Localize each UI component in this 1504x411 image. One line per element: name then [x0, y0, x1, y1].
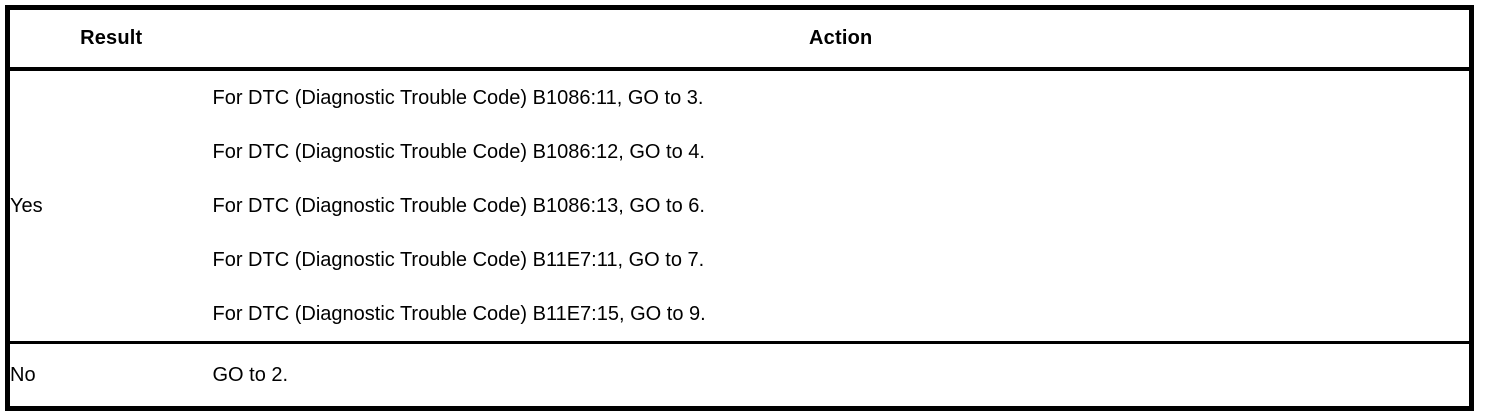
table-header: Result Action: [7, 7, 1472, 71]
column-header-result: Result: [7, 7, 213, 71]
action-item: GO to 2.: [212, 364, 289, 386]
header-row: Result Action: [7, 7, 1472, 71]
table-row: Yes For DTC (Diagnostic Trouble Code) B1…: [7, 69, 1472, 344]
action-item: For DTC (Diagnostic Trouble Code) B11E7:…: [212, 303, 706, 325]
action-item: For DTC (Diagnostic Trouble Code) B1086:…: [212, 195, 705, 217]
result-cell-yes: Yes: [7, 69, 213, 344]
action-item: For DTC (Diagnostic Trouble Code) B11E7:…: [212, 249, 705, 271]
column-header-action: Action: [212, 7, 1472, 71]
diagnostic-result-action-table: Result Action Yes For DTC (Diagnostic Tr…: [5, 5, 1474, 411]
result-cell-no: No: [7, 342, 213, 409]
action-item: For DTC (Diagnostic Trouble Code) B1086:…: [212, 141, 705, 163]
table-row: No GO to 2.: [7, 342, 1472, 409]
action-cell-no: GO to 2.: [212, 342, 1472, 409]
action-item: For DTC (Diagnostic Trouble Code) B1086:…: [212, 87, 704, 109]
action-cell-yes: For DTC (Diagnostic Trouble Code) B1086:…: [212, 69, 1472, 344]
table-body: Yes For DTC (Diagnostic Trouble Code) B1…: [7, 69, 1472, 409]
action-list: For DTC (Diagnostic Trouble Code) B1086:…: [213, 71, 1470, 341]
